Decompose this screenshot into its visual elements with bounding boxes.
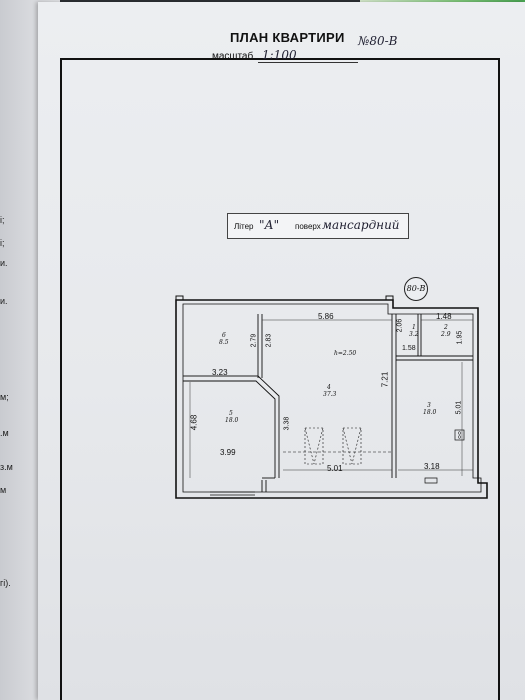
partition-wall: [417, 314, 422, 356]
dim-v721: 7.21: [380, 371, 390, 388]
room-5-id: 5: [229, 410, 233, 417]
dim-v279: 2.79: [250, 333, 258, 348]
room-2-area: 2.9: [441, 331, 451, 338]
liter-value: "А": [259, 218, 280, 232]
dim-left-height: 4.68: [189, 414, 199, 431]
room-3-area: 18.0: [423, 409, 437, 416]
left-page-fragment: з.м: [0, 462, 13, 472]
room-2-id: 2: [444, 324, 448, 331]
page-border-frame: [60, 58, 500, 700]
dim-v501: 5.01: [455, 400, 463, 415]
room-4-area: 37.3: [323, 391, 337, 398]
scale-underline: [258, 62, 358, 63]
liter-floor-stamp: Літер "А" поверх мансардний: [227, 213, 409, 239]
partition-wall: [261, 480, 267, 492]
left-page-fragment: и.: [0, 296, 8, 306]
wall-notch: [175, 295, 184, 300]
ceiling-height: h=2.50: [334, 350, 357, 357]
dim-v283: 2.83: [265, 333, 273, 348]
skylight-outline: [304, 427, 362, 465]
document-title: ПЛАН КВАРТИРИ: [230, 30, 345, 45]
left-page-fragment: гі).: [0, 578, 11, 588]
left-page-fragment: і;: [0, 215, 5, 225]
dim-room5-width: 3.99: [220, 448, 236, 457]
room-3-id: 3: [427, 402, 431, 409]
outer-wall-inner: [182, 303, 482, 493]
left-page-fragment: м: [0, 485, 7, 495]
window: [424, 477, 438, 484]
wall-notch: [385, 295, 394, 300]
scale-value: 1:100: [262, 48, 297, 62]
partition-wall: [257, 314, 263, 378]
left-page-fragment: и.: [0, 258, 8, 268]
dim-bottom-length: 5.01: [327, 464, 343, 473]
room-6-area: 8.5: [219, 339, 229, 346]
liter-label: Літер: [234, 222, 254, 231]
floor-value: мансардний: [322, 218, 400, 232]
left-page-fragment: .м: [0, 428, 9, 438]
left-page-fragment: і;: [0, 238, 5, 248]
floor-label: поверх: [295, 222, 321, 231]
partition-wall: [396, 355, 473, 361]
dim-v195: 1.95: [456, 330, 464, 345]
apartment-number: №80-В: [358, 34, 398, 48]
room-1-id: 1: [412, 324, 416, 331]
partition-wall: [391, 314, 397, 478]
room-5-area: 18.0: [225, 417, 239, 424]
dim-top-right: 1.48: [436, 312, 452, 321]
apartment-marker: 80-В: [404, 277, 428, 301]
dim-h158: 1.58: [402, 345, 416, 352]
outer-wall: [175, 299, 488, 499]
dim-left-top-width: 3.23: [212, 368, 228, 377]
left-page-fragment: м;: [0, 392, 9, 402]
room-4-id: 4: [327, 384, 331, 391]
room-1-area: 3.2: [409, 331, 419, 338]
dimension-lines: [183, 319, 473, 478]
room-6-id: 6: [222, 332, 226, 339]
dim-v206: 2.06: [396, 318, 404, 333]
document-page: [38, 2, 525, 700]
dim-bottom-right: 3.18: [424, 462, 440, 471]
window: [210, 491, 255, 499]
dim-v338: 3.38: [283, 416, 291, 431]
dim-top-length: 5.86: [318, 312, 334, 321]
stove-icon: [454, 429, 465, 441]
scale-label: масштаб: [212, 51, 254, 62]
